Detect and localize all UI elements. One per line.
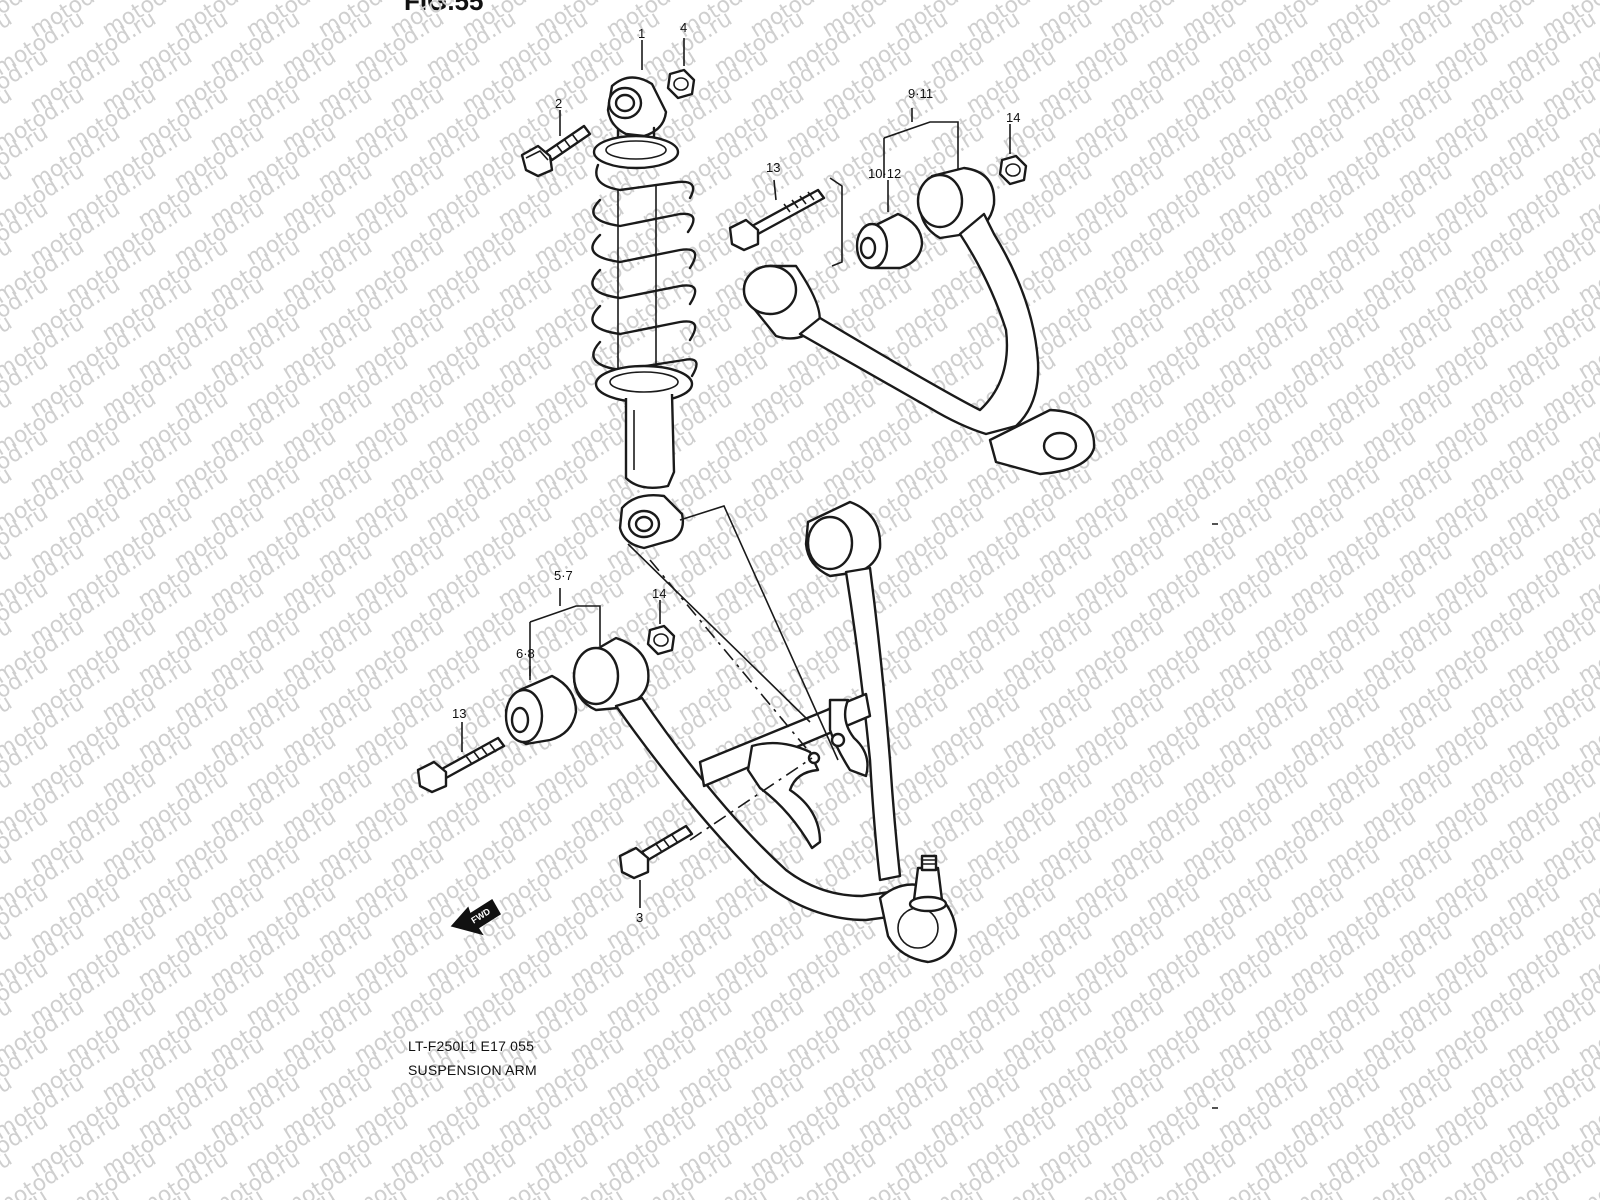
callout-14-lower: 14 (652, 586, 666, 601)
nut-4 (666, 68, 696, 100)
nut-14-lower (646, 624, 676, 656)
callout-9-11: 9·11 (908, 86, 933, 101)
callout-10-12: 10·12 (868, 166, 901, 181)
callout-4: 4 (680, 20, 687, 35)
section-name: SUSPENSION ARM (408, 1062, 537, 1078)
callout-1: 1 (638, 26, 645, 41)
callout-3: 3 (636, 910, 643, 925)
callout-5-7: 5·7 (554, 568, 573, 583)
model-code: LT-F250L1 E17 055 (408, 1038, 535, 1054)
callout-13-lower: 13 (452, 706, 466, 721)
callout-2: 2 (555, 96, 562, 111)
callout-6-8: 6·8 (516, 646, 535, 661)
watermark-text: motod.ru (1574, 0, 1600, 5)
callout-14-upper: 14 (1006, 110, 1020, 125)
figure-title: FIG.55 (404, 0, 484, 16)
callout-13-upper: 13 (766, 160, 780, 175)
